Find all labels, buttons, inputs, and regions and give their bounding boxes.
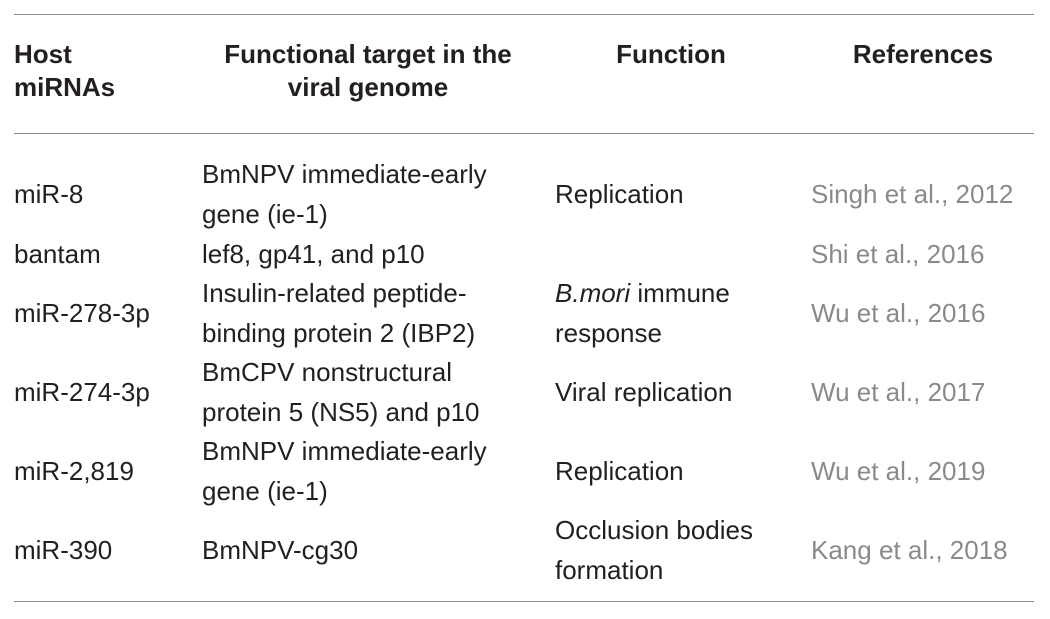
row-6-function: Occlusion bodies formation [555, 515, 753, 585]
row-5-host: miR-2,819 [14, 456, 134, 486]
row-6-target: BmNPV-cg30 [202, 535, 359, 565]
row-5-reference: Wu et al., 2019 [811, 456, 986, 486]
table-bottom-rule [14, 601, 1034, 602]
row-4-reference: Wu et al., 2017 [811, 377, 986, 407]
row-2-reference: Shi et al., 2016 [811, 239, 985, 269]
row-2-target: lef8, gp41, and p10 [202, 239, 425, 269]
header-function: Function [616, 39, 726, 69]
species-name: B.mori [555, 278, 631, 308]
row-5-target: BmNPV immediate-early gene (ie-1) [202, 436, 487, 506]
row-1-function: Replication [555, 179, 684, 209]
row-1-host: miR-8 [14, 179, 84, 209]
row-6-reference: Kang et al., 2018 [811, 535, 1008, 565]
row-4-host: miR-274-3p [14, 377, 150, 407]
row-3-host: miR-278-3p [14, 298, 150, 328]
row-1-target: BmNPV immediate-early gene (ie-1) [202, 159, 487, 229]
header-references: References [852, 39, 994, 69]
row-2-host: bantam [14, 239, 101, 269]
row-5-function: Replication [555, 456, 684, 486]
row-3-function: B.mori immune response [555, 278, 730, 348]
row-4-target: BmCPV nonstructural protein 5 (NS5) and … [202, 357, 480, 427]
header-host-mirnas: Host miRNAs [14, 39, 116, 102]
table-top-rule [14, 14, 1034, 15]
row-3-reference: Wu et al., 2016 [811, 298, 986, 328]
row-4-function: Viral replication [555, 377, 733, 407]
row-3-target: Insulin-related peptide- binding protein… [202, 278, 476, 348]
table-header-rule [14, 133, 1034, 134]
row-1-reference: Singh et al., 2012 [811, 179, 1014, 209]
row-6-host: miR-390 [14, 535, 113, 565]
header-functional-target: Functional target in the viral genome [224, 39, 512, 102]
